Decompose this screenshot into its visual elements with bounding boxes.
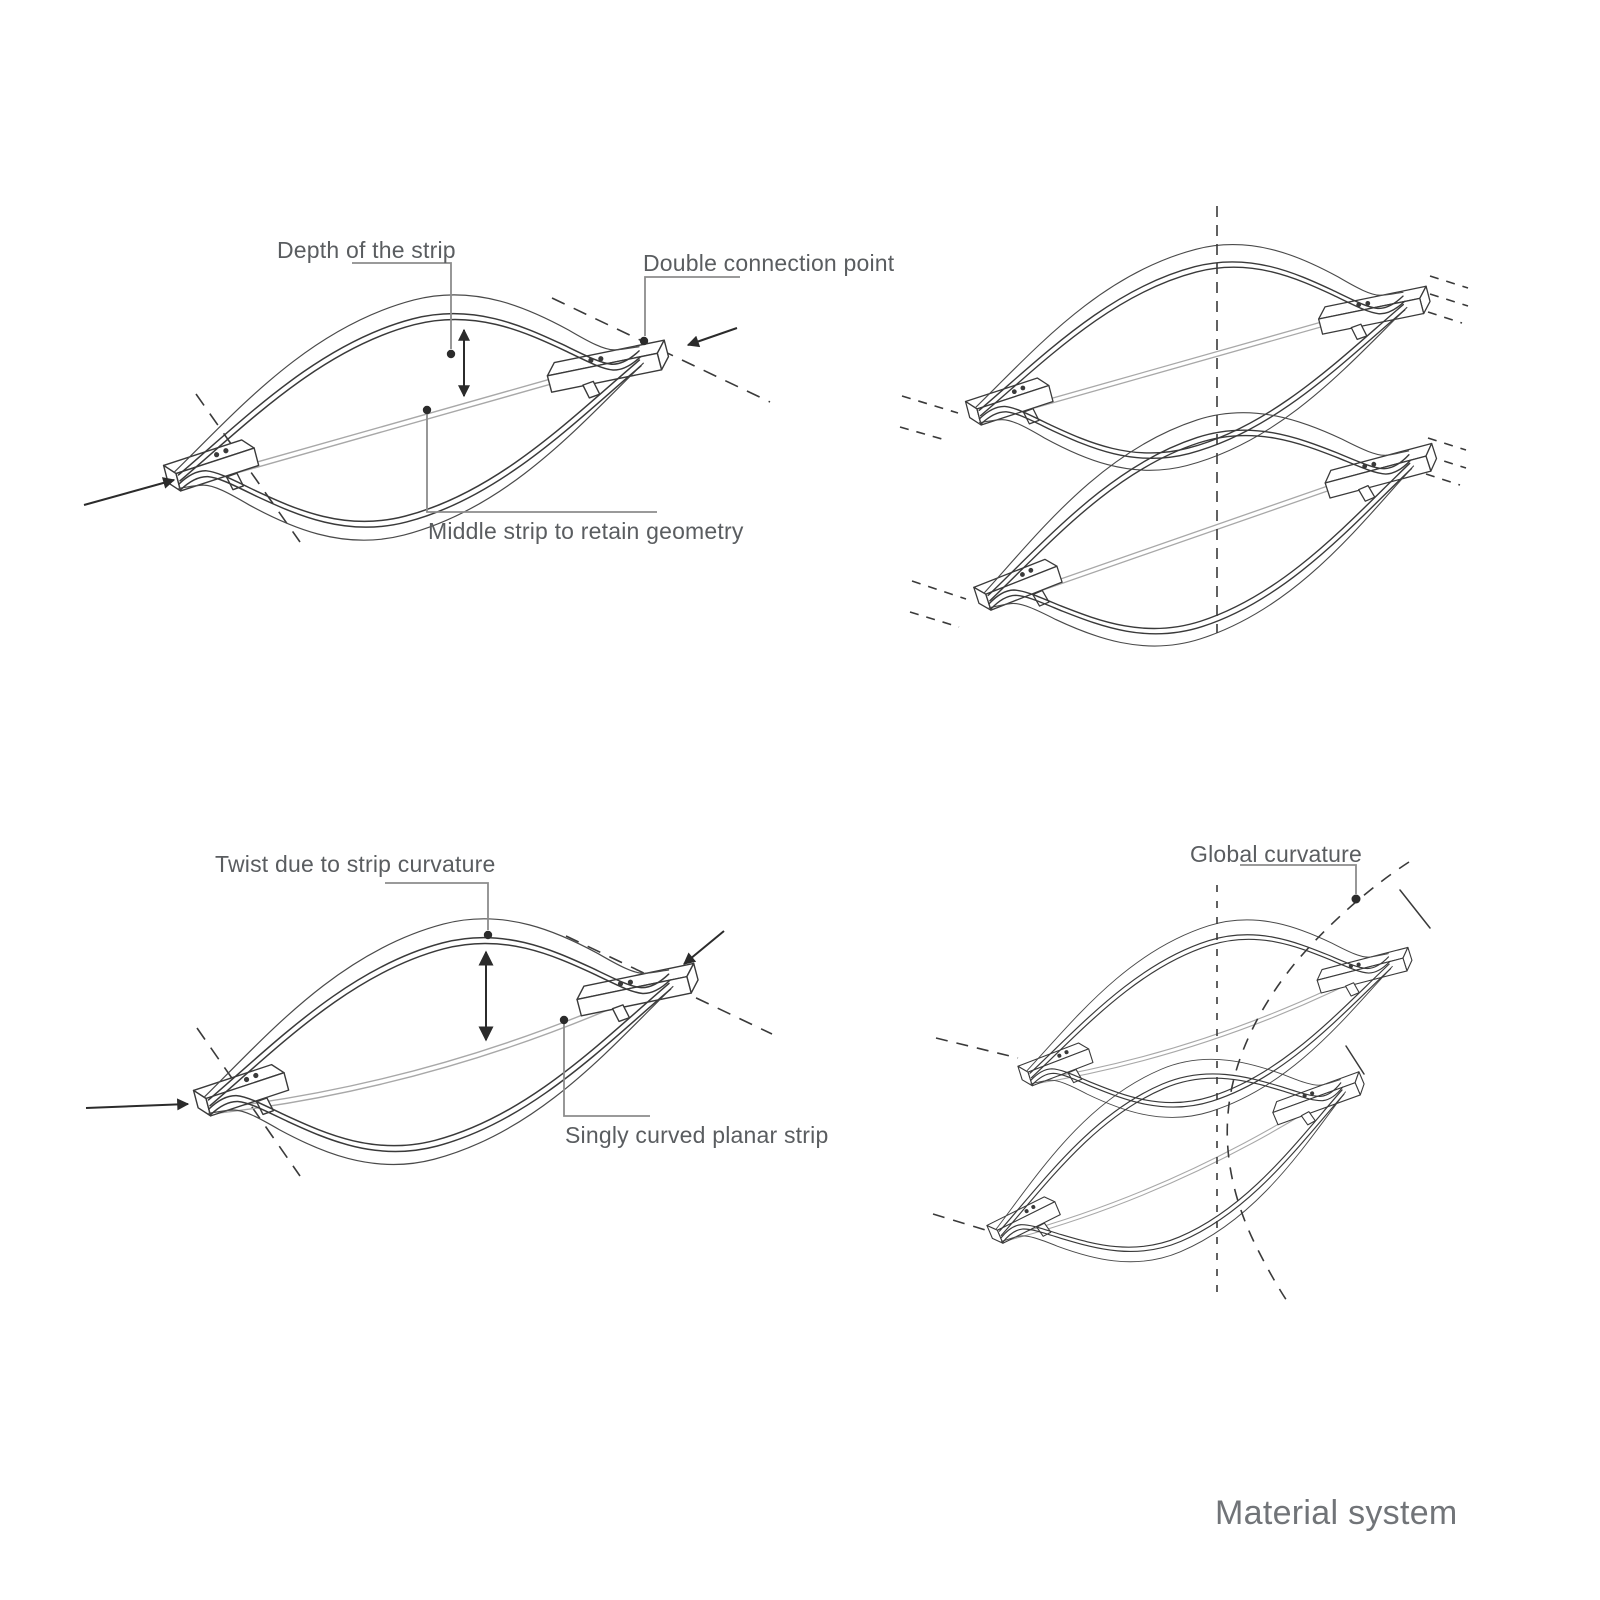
leader-dot: [559, 1015, 569, 1025]
label-twist: Twist due to strip curvature: [215, 851, 496, 877]
leader-middle-strip: [422, 405, 657, 513]
hinge-axis-dashed-line: [196, 1027, 301, 1177]
load-arrow-left: [83, 477, 176, 506]
label-global-curvature: Global curvature: [1190, 841, 1362, 867]
sheet-caption: Material system: [1215, 1494, 1458, 1532]
strip-module-upper: [995, 871, 1437, 1163]
strip-module: [169, 865, 725, 1214]
label-double-connection-point: Double connection point: [643, 250, 895, 276]
global-curvature-dashed-curve: [1226, 861, 1410, 1308]
leader-dot: [446, 349, 456, 359]
leader-dot: [422, 405, 432, 415]
load-arrow-right: [686, 327, 738, 348]
label-depth-of-strip: Depth of the strip: [277, 237, 456, 263]
leader-singly-curved: [559, 1015, 650, 1117]
leader-dot: [483, 930, 493, 940]
left-extension-dash-upper: [935, 1037, 1019, 1059]
leader-twist: [385, 882, 493, 940]
panel-top-right: [899, 195, 1469, 700]
leader-double-connection: [639, 276, 740, 346]
leader-depth: [352, 262, 456, 359]
right-extension-dashes: [1425, 275, 1469, 486]
leader-global-curvature: [1240, 864, 1361, 904]
strip-module-lower: [957, 999, 1396, 1318]
panel-bottom-right: [932, 861, 1437, 1318]
left-extension-dashes: [899, 395, 967, 628]
pin-axis-upper: [1399, 889, 1431, 929]
hinge-axis-dashed-line: [195, 393, 301, 543]
label-singly-curved-strip: Singly curved planar strip: [565, 1122, 829, 1148]
leader-dot: [639, 336, 649, 346]
leader-dot: [1351, 894, 1361, 904]
load-arrow-left: [85, 1098, 190, 1111]
left-extension-dash-lower: [932, 1213, 993, 1233]
panel-top-left: [83, 241, 771, 589]
panel-bottom-left: [85, 865, 773, 1214]
label-middle-strip: Middle strip to retain geometry: [428, 518, 744, 544]
load-arrow-right: [683, 930, 725, 965]
pin-axis-lower: [1345, 1045, 1365, 1075]
